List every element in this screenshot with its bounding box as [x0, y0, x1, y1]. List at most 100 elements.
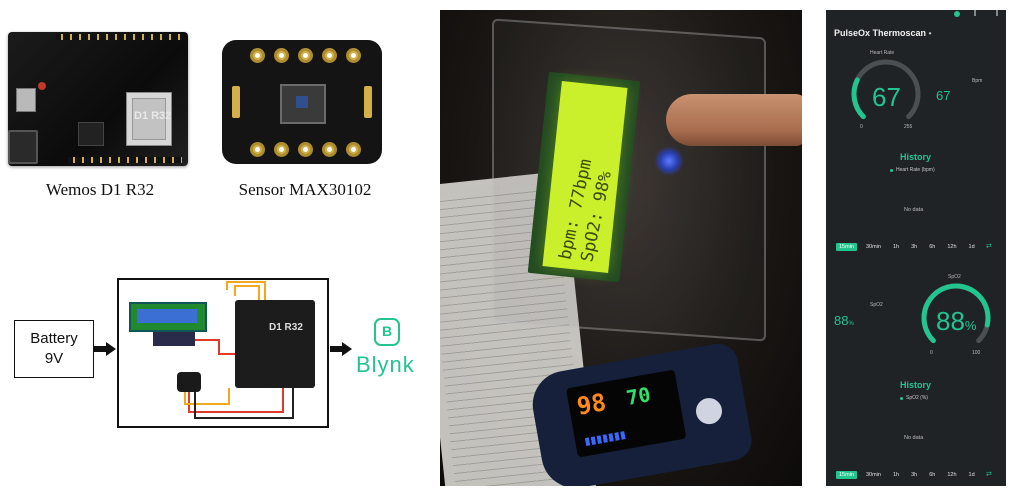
solder-hole [346, 142, 361, 157]
status-bar [826, 10, 1006, 18]
range-tab-15min[interactable]: 15min [836, 243, 857, 251]
max30102-sensor-image [222, 40, 382, 164]
spo2-gauge[interactable] [914, 280, 998, 352]
wire-orange-3 [184, 388, 230, 405]
oximeter-pulse-reading: 70 [624, 382, 653, 411]
blynk-logo-icon: B [374, 318, 400, 346]
range-tab-3h[interactable]: 3h [911, 244, 918, 250]
spo2-no-data: No data [904, 435, 924, 441]
sensor-chip [280, 84, 326, 124]
heart-history-title: History [900, 152, 932, 162]
heart-gauge-min: 0 [860, 124, 863, 130]
menu-dot-icon [974, 10, 976, 16]
range-tab-3h[interactable]: 3h [911, 472, 918, 478]
menu-dot-icon [996, 10, 998, 16]
mini-sensor-image [177, 372, 201, 392]
prototype-photo: bpm: 77bpm SpO2: 98% 98 70 [440, 10, 802, 486]
wire-red [188, 388, 284, 413]
board-silk-label: D1 R32 [134, 110, 172, 122]
spo2-legend-label: SpO2 (%) [906, 395, 928, 401]
battery-voltage: 9V [44, 350, 64, 367]
range-tab-1d[interactable]: 1d [968, 244, 975, 250]
usb-port [16, 88, 36, 112]
lcd-module-image [129, 302, 207, 332]
status-dot-icon [954, 11, 960, 17]
range-tab-15min[interactable]: 15min [836, 471, 857, 479]
device-title-text: PulseOx Thermoscan [834, 28, 927, 38]
sensor-caption: Sensor MAX30102 [238, 180, 372, 199]
edge-pad [232, 86, 240, 118]
heart-history-legend: Heart Rate (bpm) [890, 167, 935, 173]
range-tab-12h[interactable]: 12h [947, 244, 957, 250]
reset-button-image [38, 82, 46, 90]
spo2-time-range-tabs: 15min 30min 1h 3h 6h 12h 1d [836, 471, 978, 479]
range-tab-1h[interactable]: 1h [892, 244, 900, 250]
solder-hole [298, 48, 313, 63]
i2c-adapter [153, 332, 195, 346]
heart-no-data: No data [904, 207, 924, 213]
spo2-history-legend: SpO2 (%) [900, 395, 928, 401]
oximeter-button [693, 396, 725, 427]
d1-board-image [235, 300, 315, 388]
refresh-icon[interactable]: ⇄ [986, 243, 992, 250]
blynk-wordmark: Blynk [356, 352, 415, 377]
heart-gauge-label: Heart Rate [870, 50, 895, 56]
solder-hole [298, 142, 313, 157]
spo2-gauge-unit: % [964, 318, 977, 333]
range-tab-1d[interactable]: 1d [968, 472, 975, 478]
d1-board-label: D1 R32 [269, 322, 303, 333]
solder-hole [274, 48, 289, 63]
battery-label: Battery [30, 330, 78, 347]
pin-header-top [56, 34, 182, 40]
arrow-right-icon [330, 342, 354, 356]
solder-hole [274, 142, 289, 157]
heart-rate-gauge[interactable] [844, 56, 928, 128]
spo2-value-display: 88% [834, 312, 854, 330]
finger [666, 94, 802, 146]
spo2-side-label: SpO2 [870, 302, 883, 308]
components-panel: D1 R32 Wemos D1 R32 Sensor MAX30102 Batt… [0, 0, 430, 494]
spo2-gauge-readout: 88% [936, 306, 976, 337]
heart-gauge-max: 255 [904, 124, 913, 130]
spo2-gauge-label: SpO2 [948, 274, 961, 280]
solder-hole [250, 142, 265, 157]
range-tab-30min[interactable]: 30min [865, 244, 881, 250]
board-caption: Wemos D1 R32 [45, 180, 155, 199]
heart-time-range-tabs: 15min 30min 1h 3h 6h 12h 1d [836, 243, 978, 251]
range-tab-6h[interactable]: 6h [929, 244, 936, 250]
heart-gauge-value: 67 [872, 82, 901, 112]
range-tab-12h[interactable]: 12h [947, 472, 957, 478]
refresh-icon[interactable]: ⇄ [986, 471, 992, 478]
solder-hole [322, 48, 337, 63]
spo2-side-unit: % [848, 321, 854, 327]
wiring-svg [184, 281, 294, 419]
blynk-app-screen: PulseOx Thermoscan • Heart Rate 67 0 255… [826, 10, 1006, 486]
solder-hole [322, 142, 337, 157]
power-jack [8, 130, 38, 164]
range-tab-1h[interactable]: 1h [892, 472, 900, 478]
pin-header-bottom [68, 157, 182, 163]
battery-box: Battery 9V [14, 320, 94, 378]
range-tab-6h[interactable]: 6h [929, 472, 936, 478]
heart-unit: Bpm [972, 78, 983, 84]
edge-pad [364, 86, 372, 118]
blue-led-glow [654, 146, 684, 176]
heart-legend-label: Heart Rate (bpm) [896, 167, 935, 173]
spo2-gauge-min: 0 [930, 350, 933, 356]
wire-orange-2 [234, 285, 260, 304]
legend-dot-icon [900, 396, 903, 400]
wemos-board-image: D1 R32 [8, 32, 188, 166]
online-dot-icon: • [928, 29, 932, 38]
oximeter-spo2-reading: 98 [574, 388, 609, 421]
solder-hole [346, 48, 361, 63]
oximeter-bar [584, 431, 626, 446]
legend-dot-icon [890, 168, 893, 172]
range-tab-30min[interactable]: 30min [865, 472, 881, 478]
circuit-box: D1 R32 [117, 278, 329, 428]
solder-hole [250, 48, 265, 63]
spo2-side-value: 88 [834, 313, 849, 328]
heart-value-display: 67 [936, 88, 951, 103]
ic-chip [78, 122, 104, 146]
spo2-gauge-max: 100 [972, 350, 981, 356]
oximeter-display: 98 70 [565, 369, 687, 458]
